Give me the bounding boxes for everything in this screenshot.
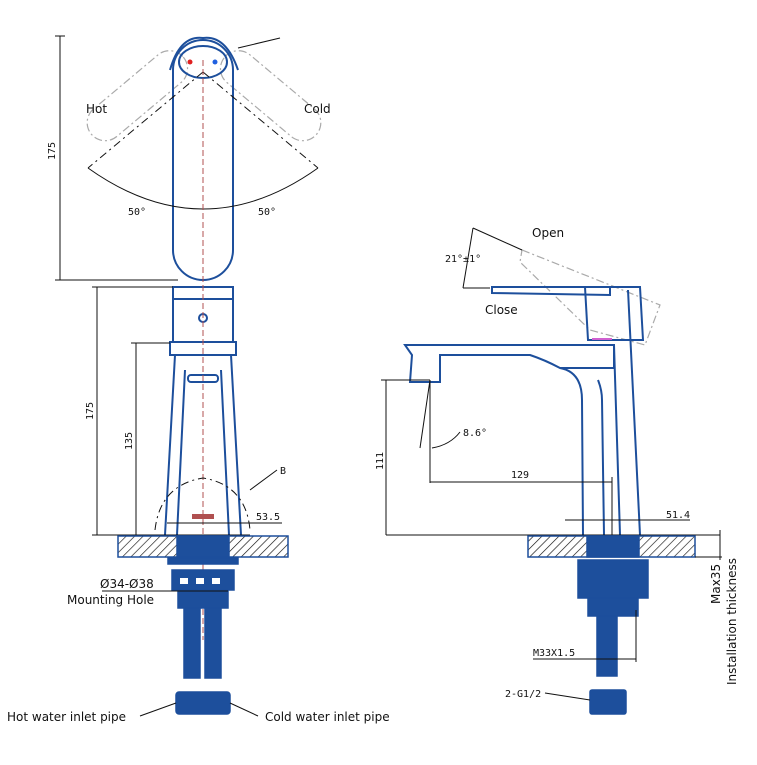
angle-left: 50° xyxy=(128,207,146,218)
thread-dim: M33X1.5 xyxy=(533,648,575,659)
spout-angle-dim: 8.6° xyxy=(463,428,487,439)
base-width-dim: 53.5 xyxy=(256,512,280,523)
shank-thread-side xyxy=(587,597,639,617)
body-height-dim: 175 xyxy=(85,402,96,420)
angle-right: 50° xyxy=(258,207,276,218)
mount-shank-side xyxy=(586,535,640,558)
inlet-pipe-side xyxy=(596,615,618,677)
detail-label: B xyxy=(280,466,286,477)
cold-indicator-icon xyxy=(212,59,218,65)
handle-cold-ghost xyxy=(219,50,322,142)
spout xyxy=(403,344,615,383)
handle-height-dim: 175 xyxy=(47,142,58,160)
open-label: Open xyxy=(532,226,564,240)
max-thickness-dim: Max35 xyxy=(709,564,723,604)
handle-hot-ghost xyxy=(86,50,189,142)
base-dim-side: 51.4 xyxy=(666,510,690,521)
lever-cap xyxy=(583,286,645,341)
spout-reach-dim: 129 xyxy=(511,470,529,481)
inlet-thread-dim: 2-G1/2 xyxy=(505,689,541,700)
side-view: Open 21°±1° Close 111 8.6° 129 51.4 M33X… xyxy=(375,226,739,715)
shank-thread xyxy=(177,589,229,609)
body-stem xyxy=(164,354,242,536)
mounting-hole-dim: Ø34-Ø38 xyxy=(100,577,154,591)
hot-pipe xyxy=(183,607,201,679)
inlet-fittings xyxy=(175,691,231,715)
inlet-fitting-side xyxy=(589,689,627,715)
spout-height-dim: 135 xyxy=(124,432,135,450)
close-label: Close xyxy=(485,303,518,317)
cold-label: Cold xyxy=(304,102,331,116)
mount-shank xyxy=(176,535,230,558)
hot-indicator-icon xyxy=(187,59,193,65)
hot-water-inlet-label: Hot water inlet pipe xyxy=(7,710,126,724)
hot-label: Hot xyxy=(86,102,107,116)
cold-water-inlet-label: Cold water inlet pipe xyxy=(265,710,390,724)
lever xyxy=(491,286,611,297)
lever-open-ghost xyxy=(519,249,661,346)
lever-angle-dim: 21°±1° xyxy=(445,254,481,265)
body-collar xyxy=(169,341,237,356)
handle-cap xyxy=(169,36,239,71)
washer xyxy=(167,557,239,565)
spout-bend xyxy=(559,367,605,536)
installation-thickness-label: Installation thickness xyxy=(725,558,739,685)
mounting-hole-label: Mounting Hole xyxy=(67,593,154,607)
front-view: Hot Cold 50° 50° B 53.5 175 175 135 xyxy=(7,35,390,724)
brand-logo xyxy=(192,514,214,519)
nut-side xyxy=(577,559,649,599)
cold-pipe xyxy=(204,607,222,679)
spout-height-dim-side: 111 xyxy=(375,452,386,470)
body-side xyxy=(613,289,641,536)
